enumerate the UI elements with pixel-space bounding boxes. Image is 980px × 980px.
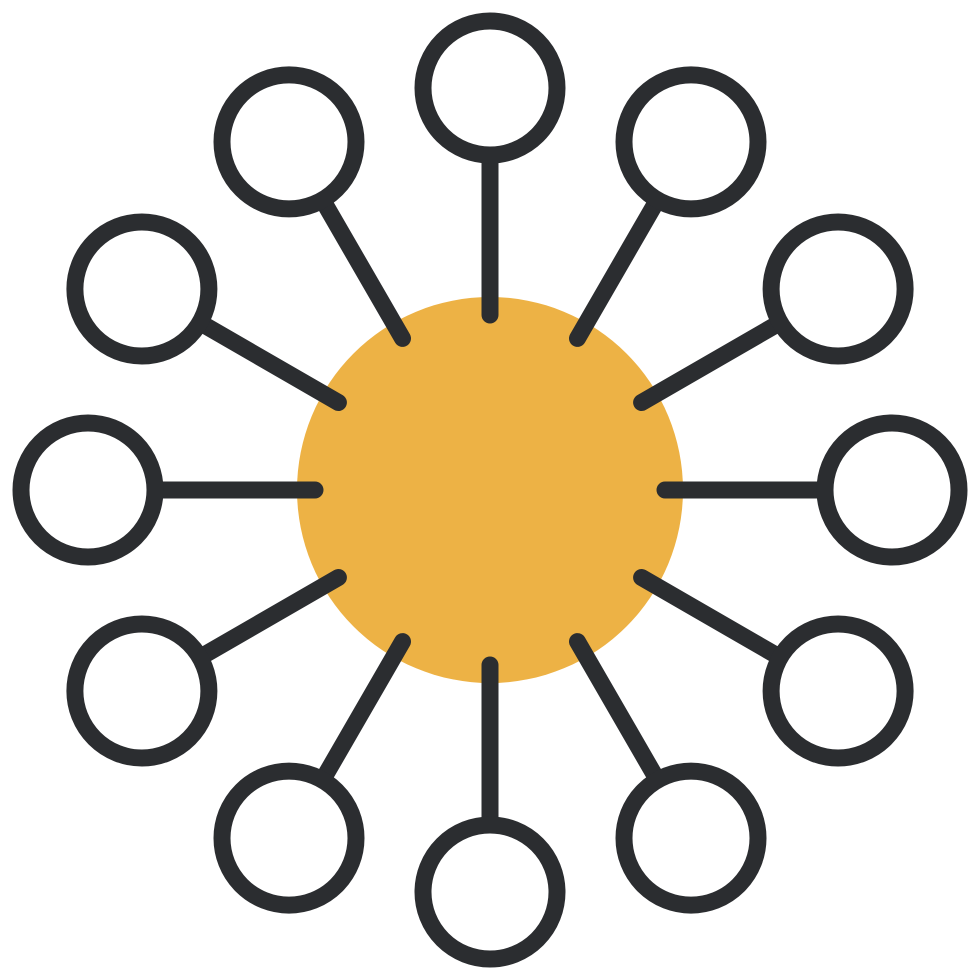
spoke-line-2 <box>569 195 664 347</box>
spokes-group <box>12 12 968 968</box>
node-circle-7 <box>414 816 566 968</box>
hub-circle <box>297 297 683 683</box>
node-circle-3 <box>762 213 914 365</box>
node-circle-10 <box>12 414 164 566</box>
spoke-line-9 <box>195 569 347 664</box>
spoke-line-11 <box>195 316 347 411</box>
node-circle-4 <box>816 414 968 566</box>
spoke-line-3 <box>633 316 785 411</box>
spoke-line-8 <box>316 633 411 785</box>
node-circle-8 <box>213 762 365 914</box>
node-circle-5 <box>762 615 914 767</box>
spoke-line-12 <box>316 195 411 347</box>
node-circle-2 <box>615 66 767 218</box>
node-circle-12 <box>213 66 365 218</box>
node-circle-9 <box>66 615 218 767</box>
spoke-line-5 <box>633 569 785 664</box>
spoke-line-6 <box>569 633 664 785</box>
node-circle-1 <box>414 12 566 164</box>
node-circle-6 <box>615 762 767 914</box>
node-circle-11 <box>66 213 218 365</box>
